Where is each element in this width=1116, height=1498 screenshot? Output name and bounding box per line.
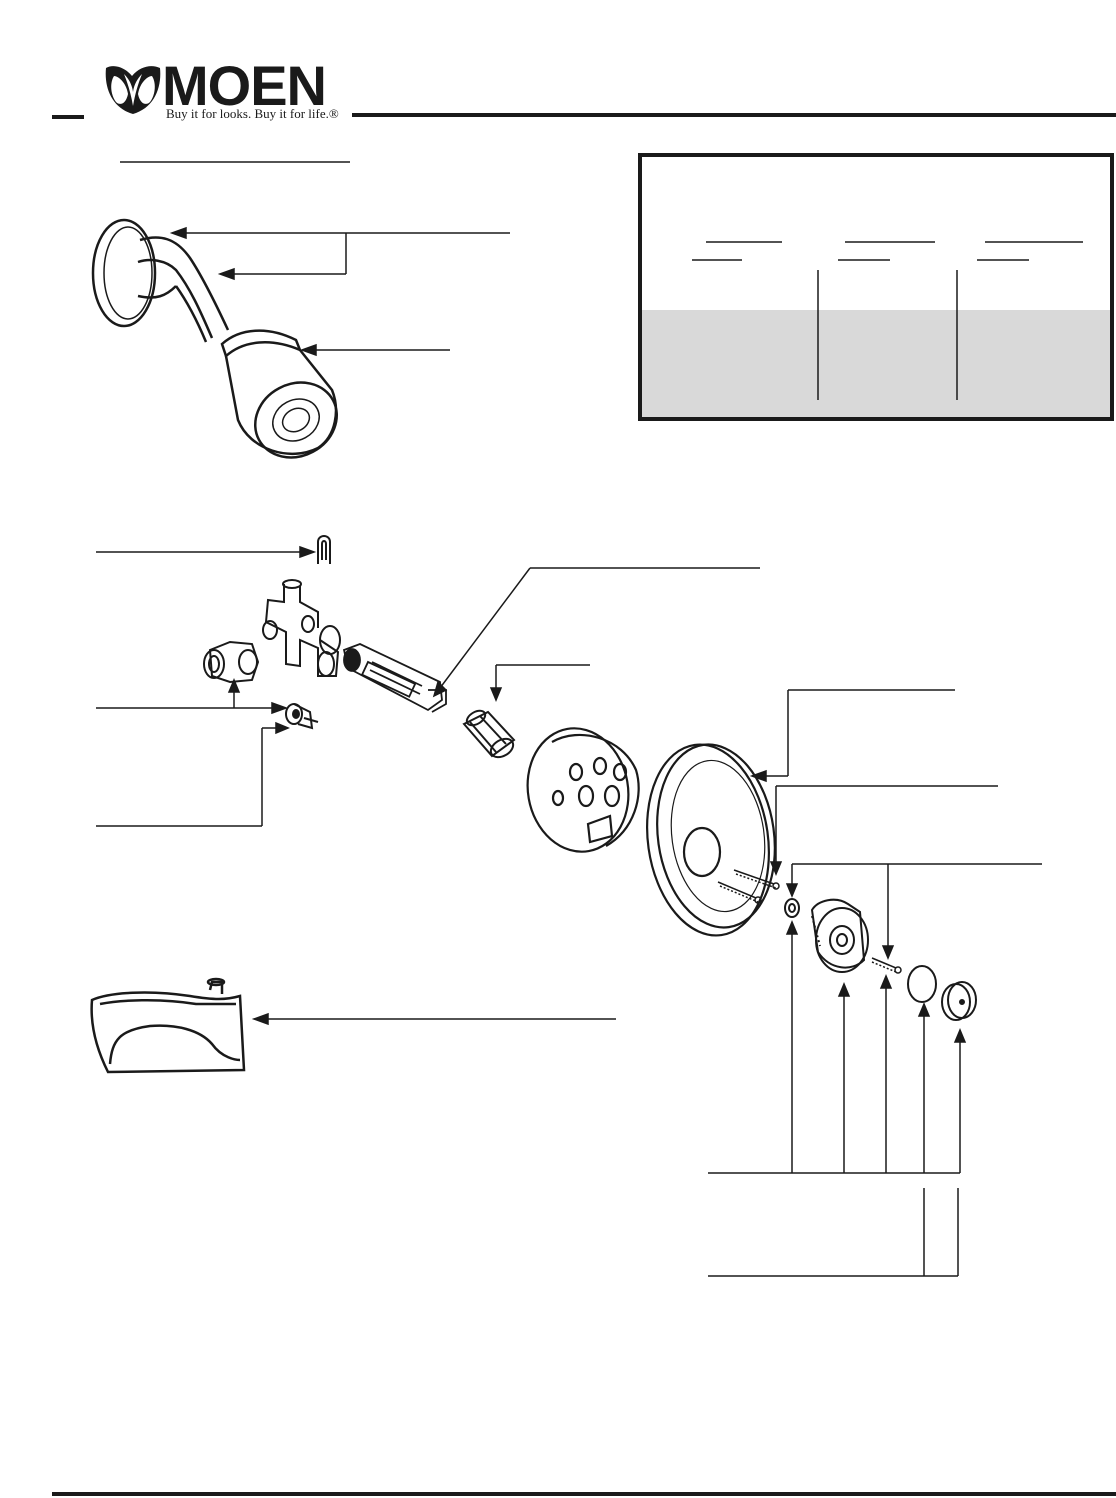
shower-arm-icon <box>91 218 230 343</box>
handle-cap-icon <box>941 981 977 1021</box>
stop-cartridge-callout <box>96 721 290 827</box>
escutcheon-plate-icon <box>646 743 776 937</box>
stop-tube-icon <box>462 709 516 759</box>
showerhead-callout <box>299 343 450 357</box>
finish-table <box>638 153 1114 421</box>
showerhead-icon <box>220 329 339 459</box>
shower-arm-callout <box>169 226 510 281</box>
clip-callout <box>96 545 317 559</box>
retaining-clip-icon <box>317 535 331 564</box>
stop-fitting-icon <box>203 640 260 684</box>
handle-screw-icon <box>871 957 902 974</box>
stop-cartridge-icon <box>285 703 319 730</box>
plaster-ground-icon <box>526 727 640 853</box>
escutcheon-callout <box>749 689 955 783</box>
stop-callout <box>96 678 289 715</box>
valve-body-icon <box>262 579 341 677</box>
brand-tagline: Buy it for looks. Buy it for life.® <box>166 106 339 121</box>
cartridge-icon <box>342 643 447 713</box>
long-screws-icon <box>717 869 780 904</box>
escutcheon-screws-callout <box>769 785 998 876</box>
spacer-screw-callout <box>785 863 1042 960</box>
spacer-washer-icon <box>784 898 800 918</box>
o-ring-icon <box>907 965 937 1003</box>
moen-logo-icon <box>105 66 161 114</box>
tub-spout-callout <box>251 1012 616 1026</box>
cartridge-callout <box>432 567 760 698</box>
trim-callout-group <box>708 920 967 1277</box>
brand-name: MOEN <box>162 54 327 117</box>
stop-tube-callout <box>489 664 590 702</box>
knob-handle-icon <box>810 898 869 973</box>
tub-spout-diverter-icon <box>90 977 246 1074</box>
